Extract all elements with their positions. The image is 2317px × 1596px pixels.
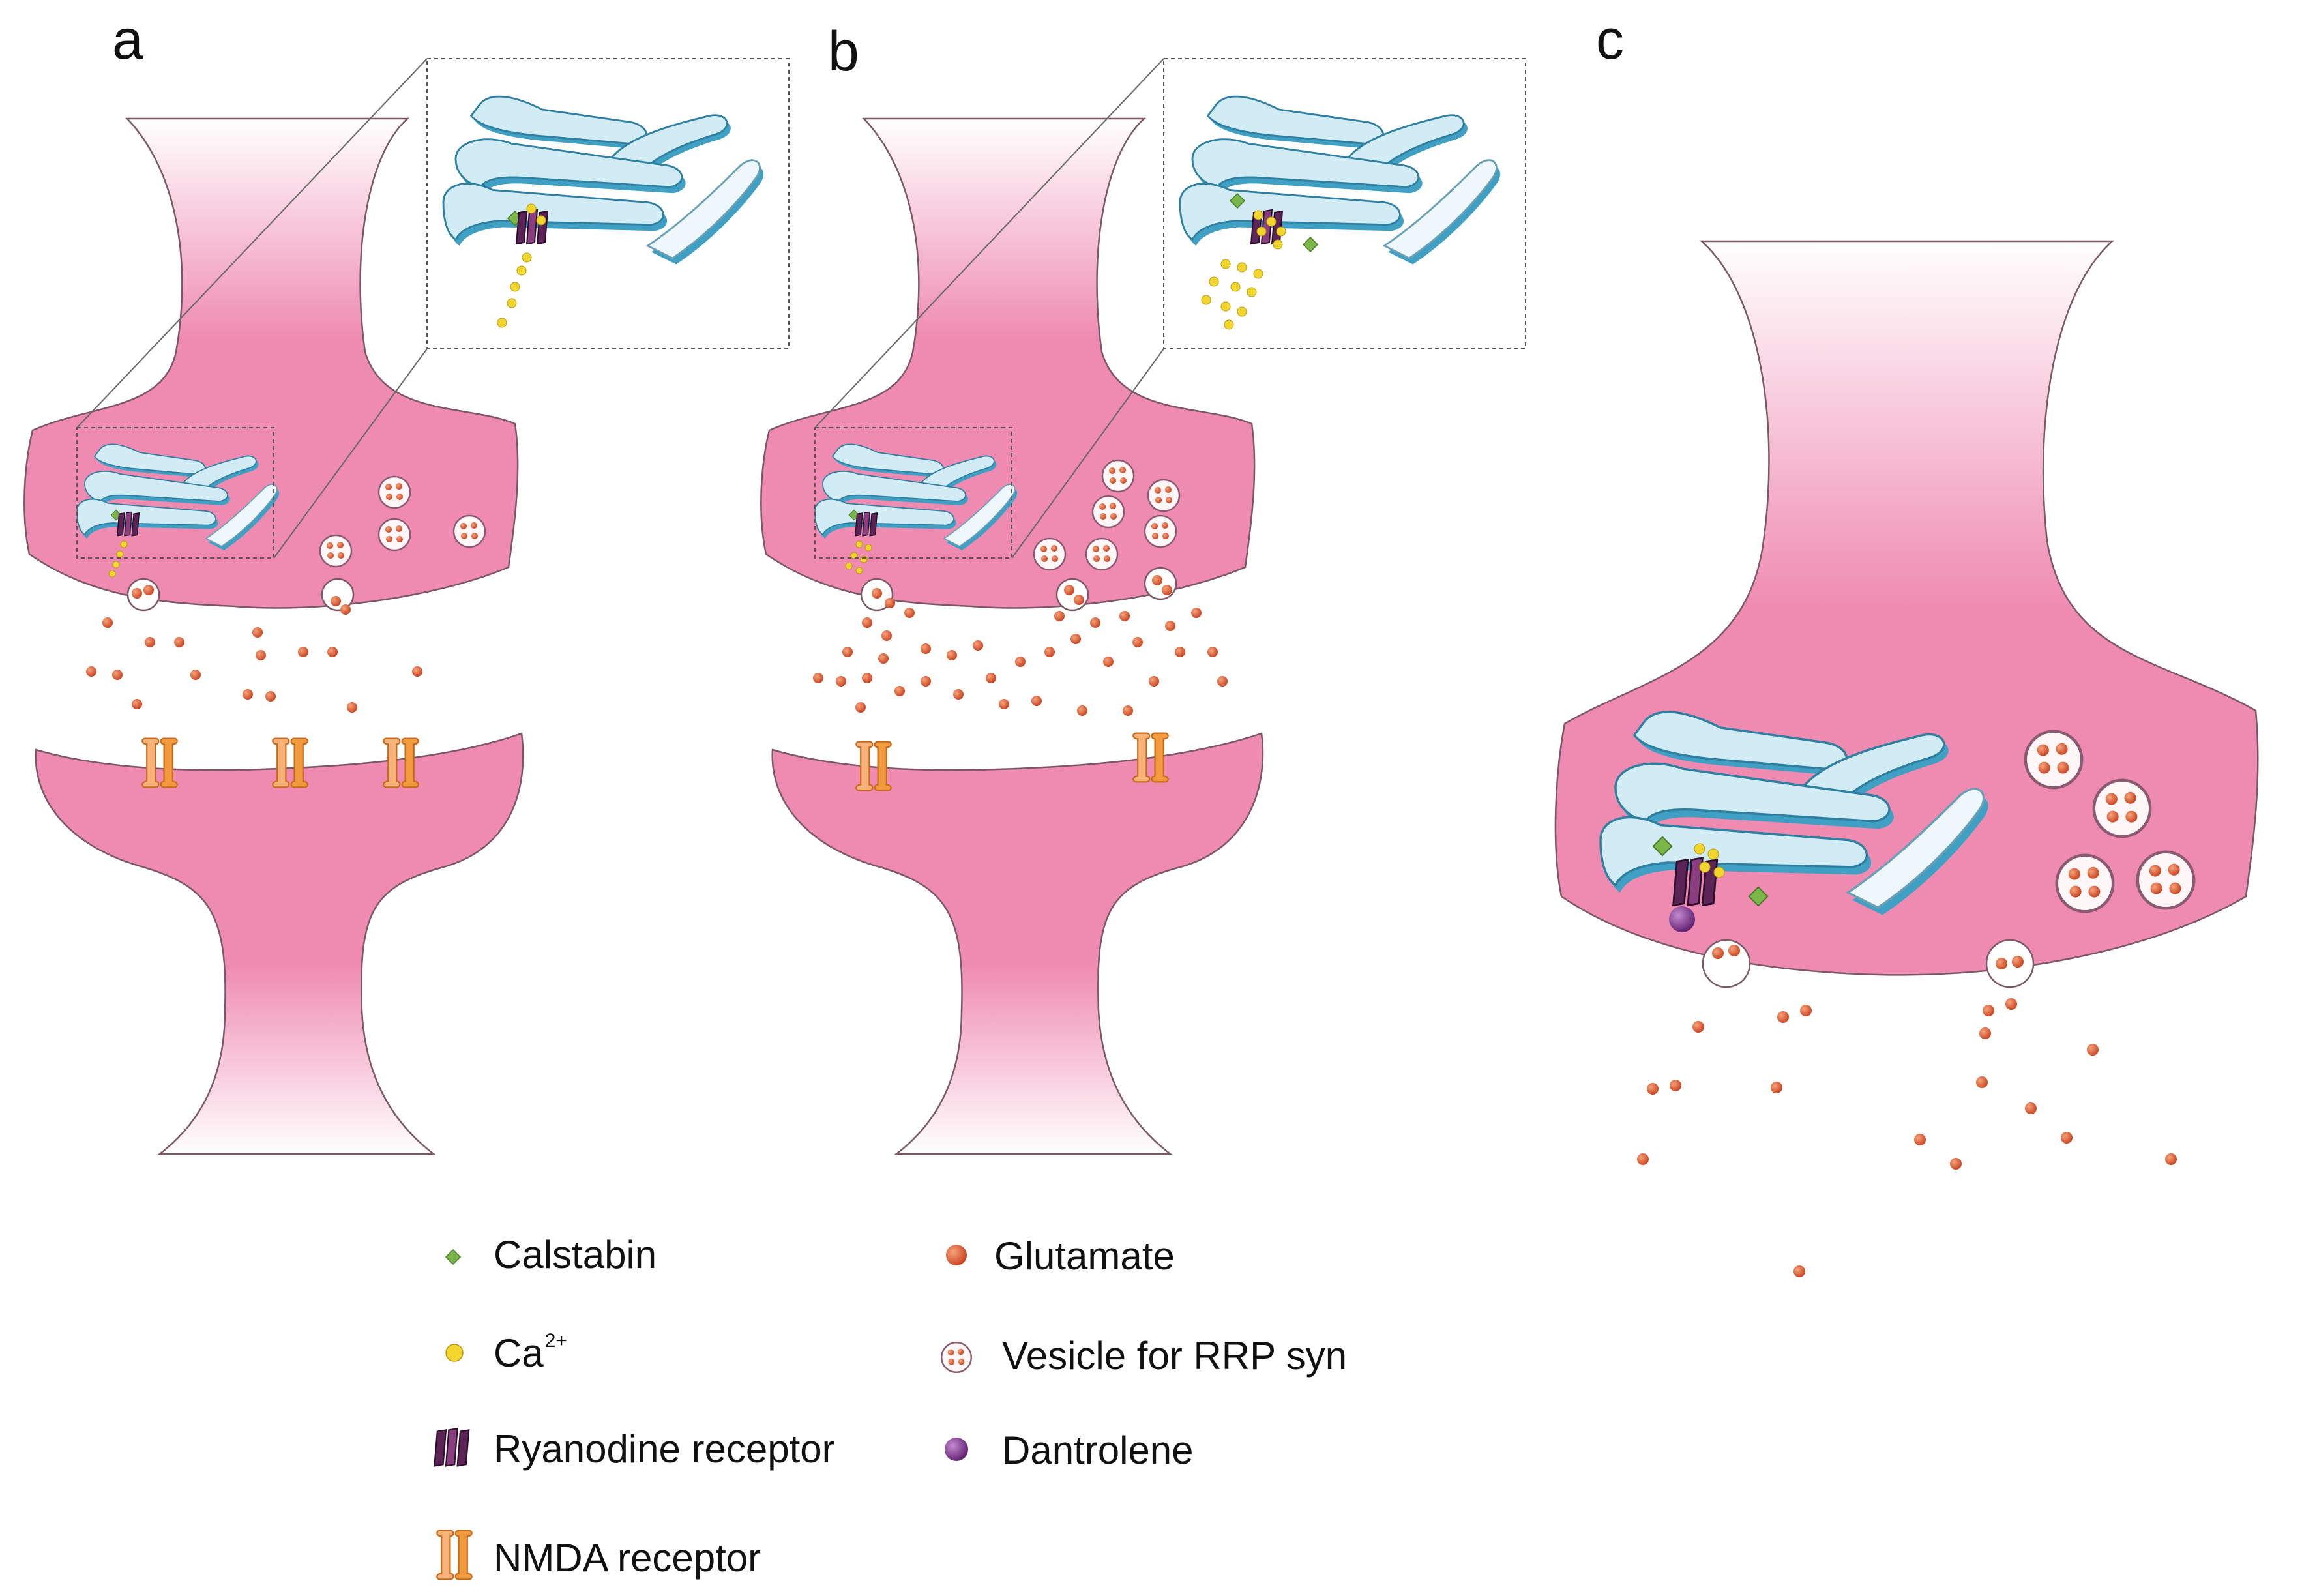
vesicle-c4 <box>2138 852 2194 908</box>
vesicle-b5 <box>1033 537 1067 571</box>
postsynaptic-neuron-b <box>771 732 1264 1155</box>
dantrolene-molecule-c <box>1669 906 1695 932</box>
panel-c <box>1554 240 2259 1277</box>
legend-label-dantrolene: Dantrolene <box>1002 1428 1194 1472</box>
vesicle-c2 <box>2094 780 2150 836</box>
legend <box>434 1245 972 1580</box>
glutamate-released-c <box>1637 945 2177 1277</box>
vesicle-a1 <box>377 475 411 509</box>
legend-label-calcium: Ca2+ <box>494 1330 567 1376</box>
vesicle-b2 <box>1147 479 1181 512</box>
glutamate-cleft-b <box>813 575 1228 716</box>
nmda-receptor-icon <box>436 1530 473 1580</box>
panel-label-c: c <box>1596 8 1624 71</box>
glutamate-cleft-a <box>86 585 422 713</box>
glutamate-icon <box>946 1245 967 1265</box>
calcium-symbol: Ca <box>494 1331 544 1375</box>
panel-b <box>760 58 1526 1155</box>
vesicle-icon <box>941 1342 972 1373</box>
vesicle-b1 <box>1101 459 1135 493</box>
vesicle-c1 <box>2026 732 2082 788</box>
legend-label-glutamate: Glutamate <box>994 1234 1175 1278</box>
vesicle-a3 <box>452 514 486 548</box>
calcium-icon <box>445 1344 464 1362</box>
legend-label-ryanodine-receptor: Ryanodine receptor <box>494 1427 835 1471</box>
ryanodine-receptor-icon <box>434 1428 470 1467</box>
dantrolene-icon <box>945 1438 968 1461</box>
panel-a <box>23 58 790 1155</box>
vesicle-a4 <box>319 534 353 568</box>
legend-label-vesicle: Vesicle for RRP syn <box>1002 1334 1348 1378</box>
legend-label-nmda-receptor: NMDA receptor <box>494 1536 761 1580</box>
ryanodine-receptor-b <box>855 511 878 537</box>
calstabin-icon <box>445 1249 461 1265</box>
legend-label-calstabin: Calstabin <box>494 1233 657 1277</box>
ryanodine-receptor-a <box>117 511 140 537</box>
vesicle-b4 <box>1144 514 1177 548</box>
postsynaptic-neuron-a <box>35 732 524 1155</box>
vesicle-c3 <box>2057 855 2113 911</box>
panel-label-b: b <box>828 20 859 83</box>
panel-label-a: a <box>112 8 143 71</box>
vesicle-a2 <box>377 518 411 552</box>
vesicle-b6 <box>1085 537 1119 571</box>
vesicle-b3 <box>1091 495 1125 529</box>
calcium-charge: 2+ <box>544 1330 567 1352</box>
ryanodine-receptor-c <box>1672 857 1719 906</box>
